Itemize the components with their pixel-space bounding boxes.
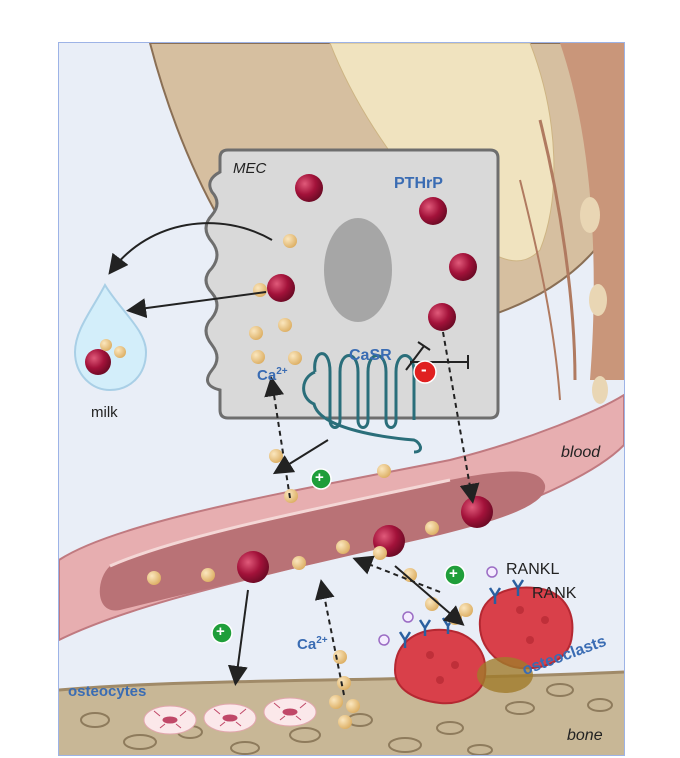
minus-sign: - [421, 360, 427, 380]
casr-label: CaSR [349, 347, 392, 365]
mec-label: MEC [233, 160, 266, 177]
rankl-label: RANKL [506, 561, 559, 579]
ca-top-label: Ca2+ [257, 366, 288, 384]
bone-label: bone [567, 727, 603, 745]
osteocytes-label: osteocytes [68, 683, 146, 700]
plus-sign-2: + [449, 565, 458, 582]
pthrp-label: PTHrP [394, 175, 443, 193]
blood-label: blood [561, 444, 600, 462]
osteoclast-1 [395, 630, 485, 703]
ca-bottom-label: Ca2+ [297, 635, 328, 653]
plus-sign-3: + [216, 623, 225, 640]
nucleus [324, 218, 392, 322]
milk-label: milk [91, 404, 118, 421]
milk-drop [75, 285, 146, 390]
plus-sign-1: + [315, 469, 324, 486]
rank-label: RANK [532, 585, 576, 603]
